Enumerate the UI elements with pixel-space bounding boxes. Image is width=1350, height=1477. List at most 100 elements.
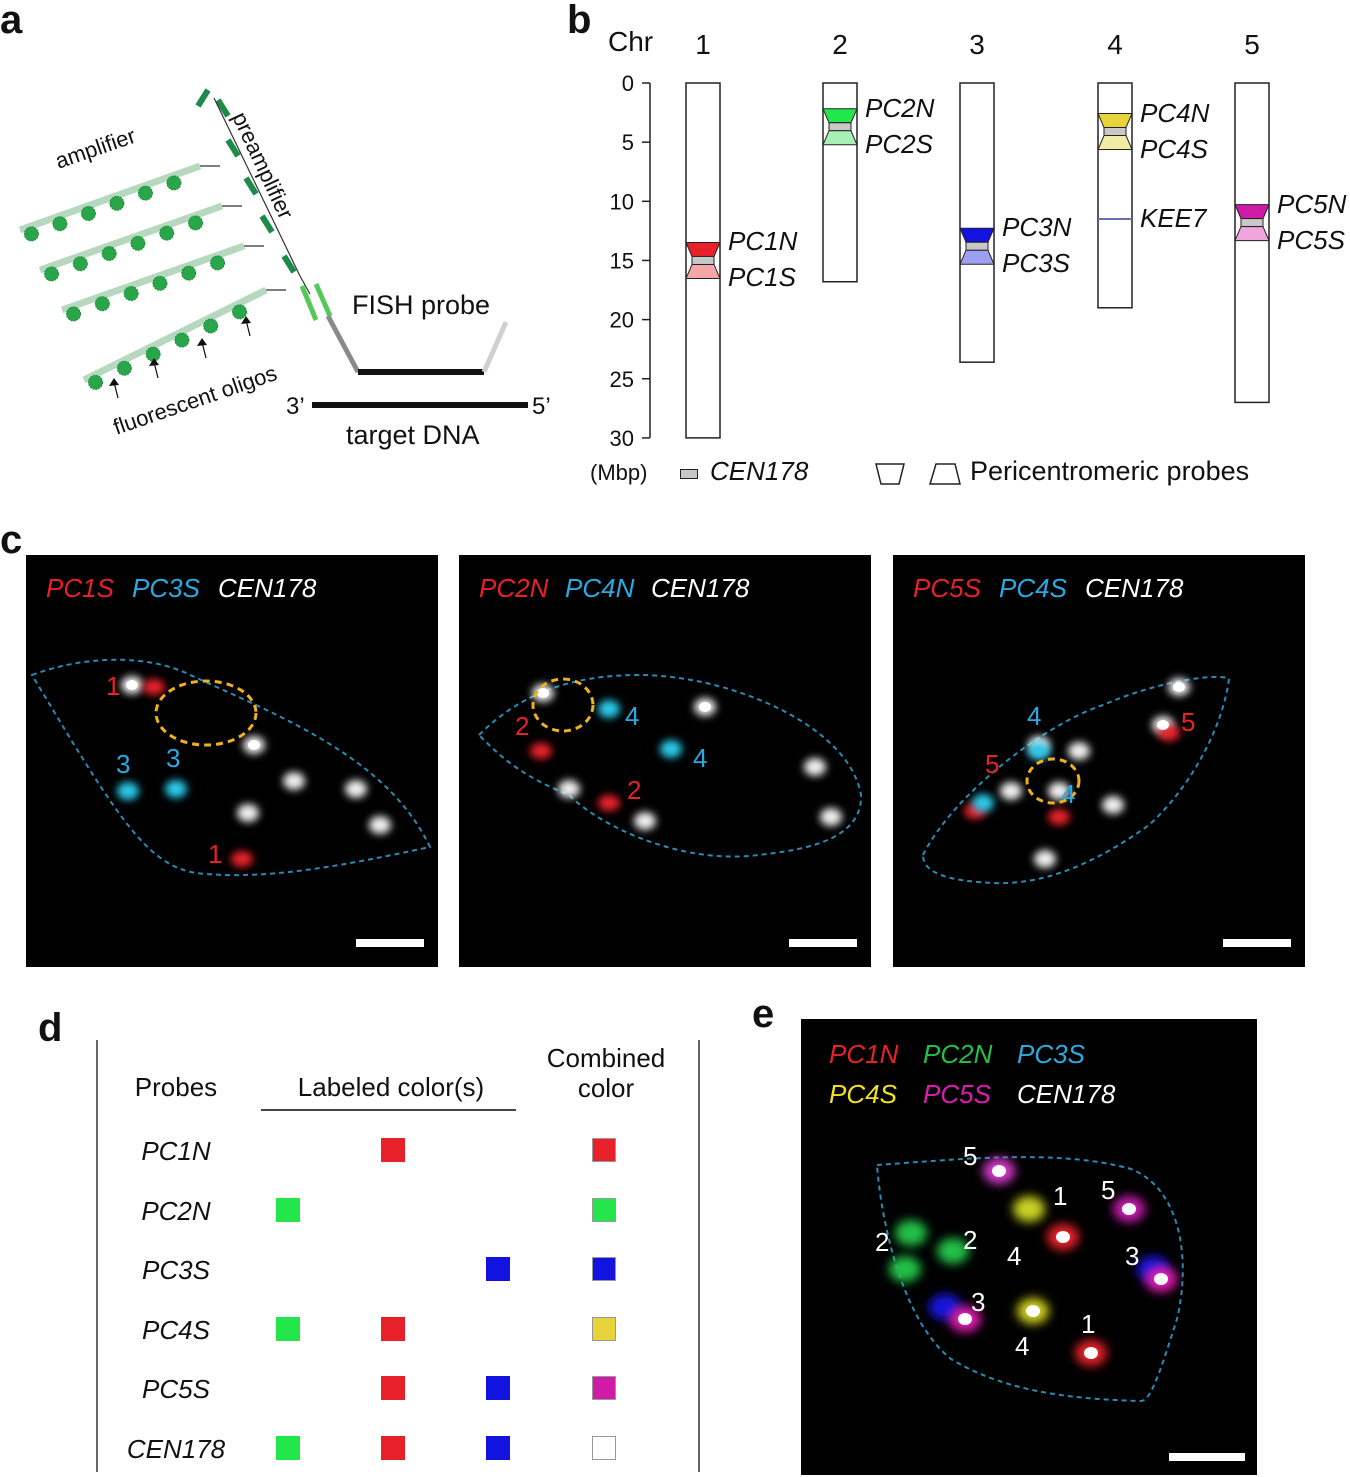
probe-spot: [889, 1256, 921, 1282]
y-tick-label: 30: [610, 426, 634, 451]
probe-green-tail: [299, 285, 319, 321]
channel-label: PC3S: [1017, 1039, 1086, 1069]
probe-link: [299, 275, 311, 295]
probe-grey-right: [481, 320, 509, 374]
scale-bar: [356, 939, 424, 947]
amplifier-row: [60, 242, 264, 322]
channel-label: PC3S: [132, 573, 201, 603]
probe-spot: [1013, 1196, 1045, 1222]
y-tick-label: 20: [610, 308, 634, 333]
nucleus-outline: [477, 673, 863, 858]
preamplifier-segment: [225, 138, 241, 158]
red-probe-spot: [143, 679, 165, 695]
nucleus-outline: [30, 658, 432, 877]
preamplifier-segment: [215, 98, 231, 118]
left-divider: [96, 1040, 98, 1472]
probe-label-PC4N: PC4N: [1140, 97, 1210, 128]
fluor-dot: [232, 304, 248, 320]
chromosome-number-label: 3: [166, 743, 180, 773]
fish-probe-label: FISH probe: [352, 290, 491, 320]
fluor-dot: [88, 374, 104, 390]
oligo-arrowhead: [109, 378, 119, 386]
cen178-spot: [804, 758, 826, 776]
chromosome-number-label: 1: [1081, 1309, 1095, 1339]
channel-label: CEN178: [1085, 573, 1184, 603]
red-swatch: [381, 1435, 405, 1460]
fluor-dot: [159, 225, 175, 241]
chromosome-number: 1: [695, 29, 711, 60]
probe-PC2N: [822, 108, 858, 124]
fluor-dot: [23, 226, 39, 242]
target-dna-label: target DNA: [346, 420, 480, 450]
three-prime-label: 3’: [286, 393, 305, 420]
panel-d-table: Probes Labeled color(s) Combined color P…: [96, 1040, 706, 1475]
preamplifier-backbone: [213, 97, 301, 277]
chromosome-number-label: 5: [985, 749, 999, 779]
cen178-spot: [1000, 782, 1022, 800]
chromosome-number-label: 3: [116, 749, 130, 779]
red-probe-spot: [530, 743, 552, 759]
preamplifier-segment: [243, 176, 259, 196]
cen178-spot: [820, 808, 842, 826]
red-swatch: [381, 1138, 405, 1162]
spot-core: [1173, 682, 1185, 692]
legend-cen178-label: CEN178: [710, 456, 809, 486]
cen178-spot: [237, 804, 259, 822]
fluor-dot: [145, 346, 161, 362]
fluor-dot: [72, 256, 88, 272]
nucleolus-ring: [154, 679, 258, 747]
row-label-pc2n: PC2N: [141, 1195, 211, 1226]
chromosome-number-label: 2: [627, 775, 641, 805]
labeled-underline: [261, 1109, 516, 1111]
amplifier-band: [82, 286, 268, 384]
scale-bar: [789, 939, 857, 947]
probe-label-PC3N: PC3N: [1002, 212, 1072, 243]
probe-green-tail-2: [313, 282, 333, 318]
combined-swatch: [592, 1257, 616, 1281]
header-labeled-colors: Labeled color(s): [297, 1072, 485, 1102]
fluor-dot: [137, 185, 153, 201]
cen178-spot: [558, 780, 580, 798]
fluor-dot: [210, 255, 226, 271]
amplifier-row: [38, 202, 242, 282]
cen178-spot: [1048, 782, 1070, 800]
legend-cen178-swatch: [680, 469, 698, 479]
preamplifier-segment: [195, 88, 211, 108]
probe-label-PC5S: PC5S: [1277, 224, 1345, 255]
probe-label-PC1S: PC1S: [728, 262, 796, 293]
cen178-core: [958, 1313, 972, 1325]
row-label-pc3s: PC3S: [142, 1255, 210, 1285]
cen178-spot: [283, 772, 305, 790]
amplifier-row: [18, 162, 220, 242]
row-label-pc4s: PC4S: [142, 1314, 210, 1345]
blue-swatch: [486, 1257, 510, 1281]
oligo-arrowhead: [149, 358, 159, 366]
chromosome-number-label: 4: [1015, 1331, 1029, 1361]
channel-label: PC2N: [479, 573, 549, 603]
red-probe-spot: [1048, 809, 1070, 825]
cen178-block: [1103, 127, 1127, 137]
fluor-dot: [80, 206, 96, 222]
green-swatch: [276, 1316, 300, 1341]
chromosome-1: [685, 82, 721, 439]
chromosome-number-label: 2: [963, 1225, 977, 1255]
fluor-dot: [152, 275, 168, 291]
channel-label: PC4S: [829, 1079, 898, 1109]
panel-letter-d: d: [38, 1006, 63, 1050]
channel-label: PC4N: [565, 573, 635, 603]
cen178-block: [828, 122, 852, 132]
nucleus-outline: [875, 1156, 1184, 1403]
probe-label-PC1N: PC1N: [728, 226, 798, 257]
green-swatch: [276, 1435, 300, 1460]
chromosome-5: [1234, 82, 1270, 404]
spot-core: [699, 702, 711, 712]
cyan-probe-spot: [165, 780, 187, 798]
fluor-dot: [174, 332, 190, 348]
fluor-dot: [52, 216, 68, 232]
probe-spot: [937, 1238, 969, 1264]
chromosome-number-label: 2: [875, 1227, 889, 1257]
green-swatch: [276, 1197, 300, 1222]
nucleus-outline: [921, 675, 1231, 885]
